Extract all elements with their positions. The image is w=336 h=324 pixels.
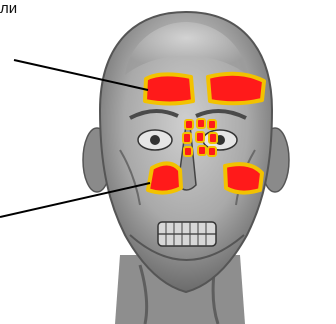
maxillary-sinus-left	[225, 164, 262, 192]
eye-right	[138, 130, 172, 150]
frontal-sinus-left	[208, 74, 264, 103]
ethmoid-cells	[183, 119, 217, 156]
frontal-sinus-right	[145, 74, 193, 103]
maxillary-sinus-right	[148, 163, 181, 192]
teeth	[158, 222, 216, 246]
